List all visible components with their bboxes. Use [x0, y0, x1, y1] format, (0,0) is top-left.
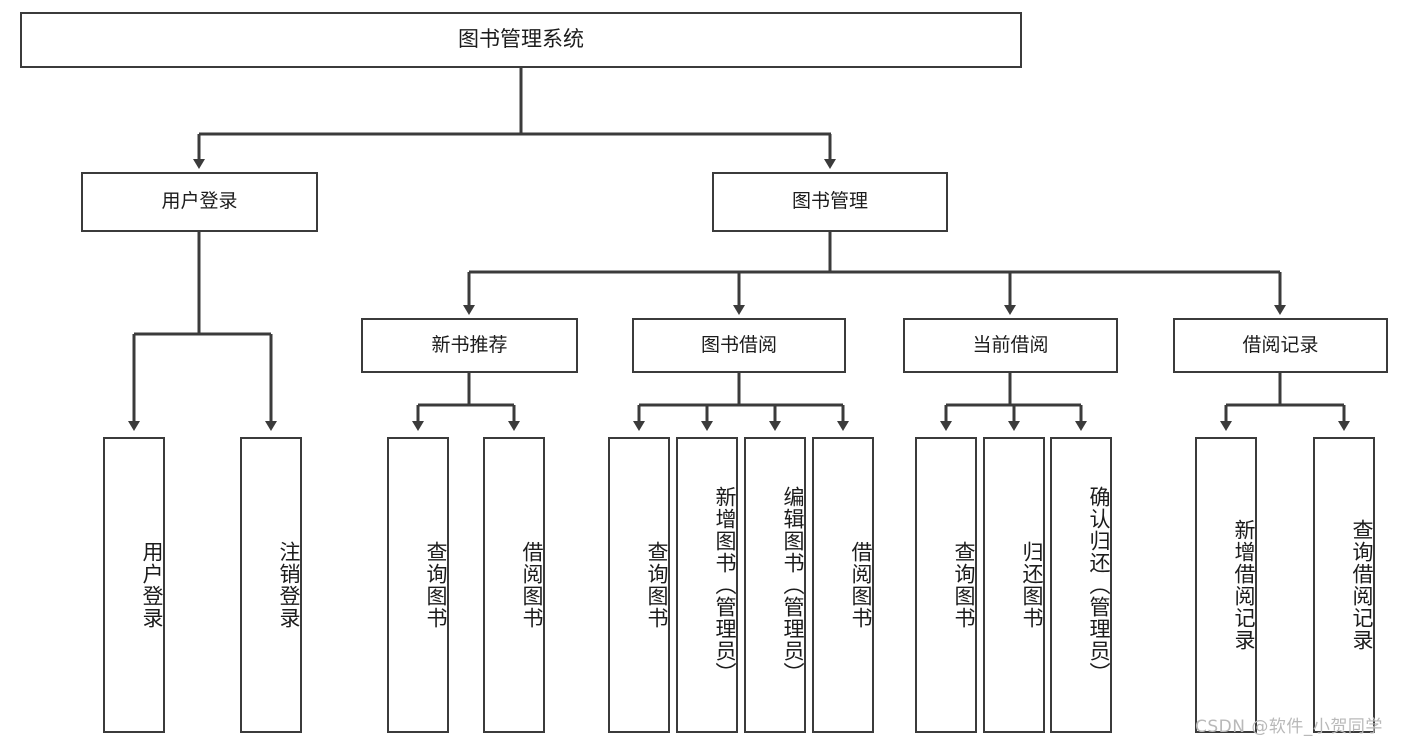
node-leaf[interactable]: 查询图书	[608, 437, 670, 733]
node-leaf-label: 归还图书	[1020, 541, 1044, 629]
node-root-label: 图书管理系统	[458, 27, 584, 52]
node-level1-book-management-label: 图书管理	[791, 190, 868, 213]
node-leaf[interactable]: 查询图书	[387, 437, 449, 733]
node-level2-borrow-record[interactable]: 借阅记录	[1173, 318, 1388, 373]
node-level2-borrow-record-label: 借阅记录	[1242, 333, 1319, 356]
node-leaf-label: 确认归还（管理员）	[1087, 486, 1111, 684]
node-leaf[interactable]: 借阅图书	[812, 437, 874, 733]
node-level2-book-borrow-label: 图书借阅	[700, 333, 777, 356]
node-level2-book-borrow[interactable]: 图书借阅	[632, 318, 846, 373]
node-level2-current-borrow[interactable]: 当前借阅	[903, 318, 1118, 373]
node-leaf-label: 注销登录	[277, 541, 301, 629]
node-leaf-label: 新增图书（管理员）	[713, 486, 737, 684]
node-leaf-label: 查询借阅记录	[1350, 519, 1374, 651]
node-leaf[interactable]: 确认归还（管理员）	[1050, 437, 1112, 733]
node-leaf[interactable]: 新增借阅记录	[1195, 437, 1257, 733]
node-leaf[interactable]: 用户登录	[103, 437, 165, 733]
node-leaf-label: 查询图书	[952, 541, 976, 629]
node-level2-new-book-recommend[interactable]: 新书推荐	[361, 318, 578, 373]
watermark: CSDN @软件_小贺同学	[1195, 717, 1383, 737]
node-leaf[interactable]: 新增图书（管理员）	[676, 437, 738, 733]
node-leaf[interactable]: 借阅图书	[483, 437, 545, 733]
node-leaf[interactable]: 查询图书	[915, 437, 977, 733]
node-leaf-label: 新增借阅记录	[1232, 519, 1256, 651]
node-level1-user-login[interactable]: 用户登录	[81, 172, 318, 232]
node-leaf-label: 借阅图书	[520, 541, 544, 629]
node-leaf[interactable]: 注销登录	[240, 437, 302, 733]
node-level1-book-management[interactable]: 图书管理	[712, 172, 948, 232]
node-leaf-label: 查询图书	[645, 541, 669, 629]
node-level2-new-book-recommend-label: 新书推荐	[431, 333, 508, 356]
node-leaf-label: 编辑图书（管理员）	[781, 486, 805, 684]
node-leaf-label: 用户登录	[140, 541, 164, 629]
node-leaf[interactable]: 归还图书	[983, 437, 1045, 733]
node-leaf-label: 借阅图书	[849, 541, 873, 629]
node-level2-current-borrow-label: 当前借阅	[972, 333, 1049, 356]
node-root[interactable]: 图书管理系统	[20, 12, 1022, 68]
node-leaf[interactable]: 编辑图书（管理员）	[744, 437, 806, 733]
node-level1-user-login-label: 用户登录	[161, 190, 238, 213]
node-leaf-label: 查询图书	[424, 541, 448, 629]
node-leaf[interactable]: 查询借阅记录	[1313, 437, 1375, 733]
